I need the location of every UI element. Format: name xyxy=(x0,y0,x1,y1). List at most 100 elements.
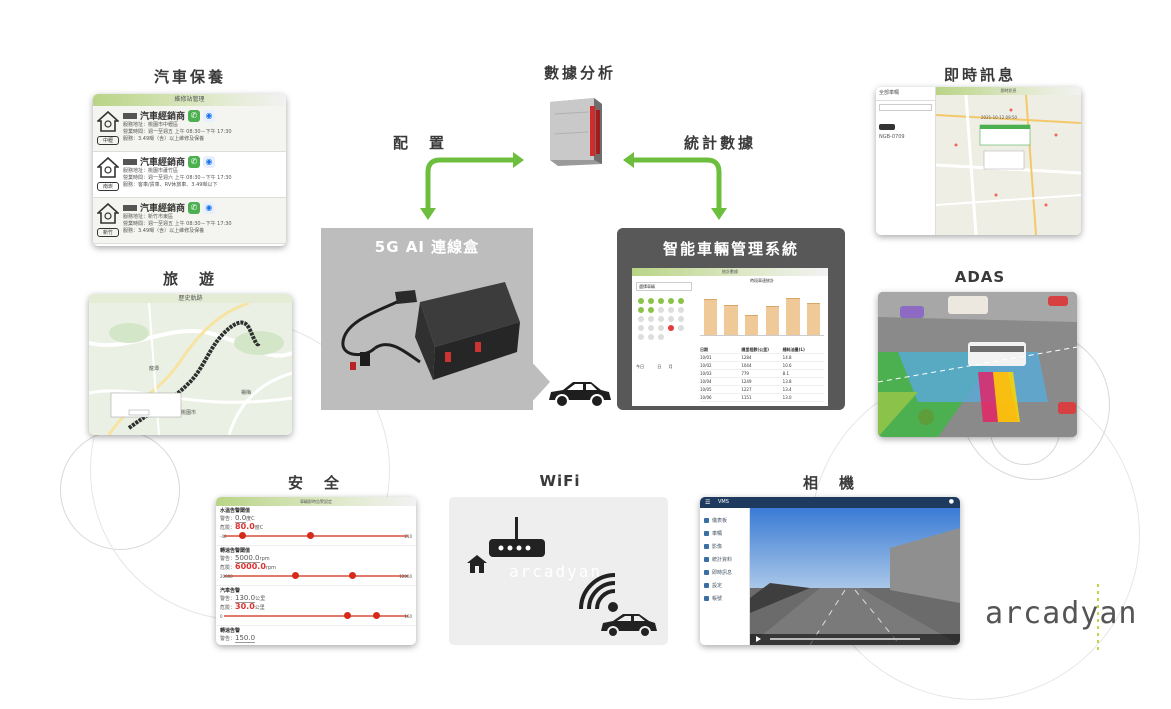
realtime-sidebar-title: 全部車輛 xyxy=(876,87,935,101)
table-cell: 總耗油量(L) xyxy=(782,347,805,352)
label-data-analysis: 數據分析 xyxy=(543,64,616,82)
realtime-sidebar: 全部車輛 NGB-0709 xyxy=(876,87,936,235)
vms-chart-caption: 時段車速統計 xyxy=(750,278,774,283)
camera-menu-item[interactable]: 統計資料 xyxy=(700,553,749,566)
phone-icon[interactable]: ✆ xyxy=(188,109,201,122)
vehicle-icon xyxy=(879,124,895,130)
camera-topbar: VMS ☰ ● xyxy=(700,497,960,508)
dealer-badge-icon xyxy=(97,203,119,224)
menu-icon[interactable]: ☰ xyxy=(705,499,711,506)
table-cell: 779 xyxy=(741,371,749,376)
car-icon xyxy=(545,378,613,414)
phone-icon[interactable]: ✆ xyxy=(188,201,201,214)
label-travel: 旅 遊 xyxy=(162,270,217,288)
danger-label: 危險： xyxy=(220,525,236,531)
warning-value[interactable]: 0.0 xyxy=(235,514,247,523)
dealer-item[interactable]: 南崁汽車經銷商✆◉服務地址：桃園市蘆竹區營業時間：週一至週六 上午 08:30－… xyxy=(93,152,286,198)
table-cell: 10/02 xyxy=(700,363,712,368)
slider-knob[interactable] xyxy=(343,612,351,619)
map-pin-icon[interactable]: ◉ xyxy=(203,155,216,168)
camera-menu-item[interactable]: 儀表板 xyxy=(700,514,749,527)
camera-menu-item[interactable]: 即時訊息 xyxy=(700,566,749,579)
vehicle-item[interactable]: NGB-0709 xyxy=(879,115,932,141)
threshold-danger-row: 危險：6000.0rpm xyxy=(220,563,412,572)
menu-item-label: 設定 xyxy=(712,583,723,589)
threshold-warning-row: 警告：5000.0rpm xyxy=(220,554,412,563)
vms-bar-chart xyxy=(700,286,824,336)
table-cell: 1249 xyxy=(741,379,752,384)
table-cell: 總里程數(公里) xyxy=(741,347,769,352)
menu-item-label: 儀表板 xyxy=(712,518,728,524)
slider-knob[interactable] xyxy=(306,532,314,539)
camera-menu-item[interactable]: 車輛 xyxy=(700,527,749,540)
vms-select-label: 選擇車輛 xyxy=(639,284,655,289)
label-wifi: WiFi xyxy=(539,472,581,490)
phone-icon[interactable]: ✆ xyxy=(188,155,201,168)
camera-card: VMS ☰ ● 儀表板車輛影像統計資料即時訊息設定帳號 xyxy=(700,497,960,645)
slider-knob[interactable] xyxy=(292,572,300,579)
slider-knob[interactable] xyxy=(349,572,357,579)
slider-knob[interactable] xyxy=(373,612,381,619)
realtime-timestamp: 2021-10-12 09:50 xyxy=(981,115,1018,120)
camera-menu-item[interactable]: 設定 xyxy=(700,579,749,592)
threshold-section: 轉速告警警告：150.0 xyxy=(216,626,416,645)
realtime-search[interactable] xyxy=(879,104,932,111)
warning-label: 警告： xyxy=(220,636,236,642)
maintenance-card-header: 維修站管理 xyxy=(93,94,286,106)
danger-value[interactable]: 6000.0 xyxy=(235,562,266,571)
danger-label: 危險： xyxy=(220,605,236,611)
dealer-item[interactable]: 新竹汽車經銷商✆◉服務地址：新竹市東區營業時間：週一至週五 上午 08:30－下… xyxy=(93,198,286,244)
chart-bar xyxy=(807,303,821,335)
wifi-car-icon xyxy=(601,614,657,638)
adas-scene xyxy=(878,292,1077,437)
warning-label: 警告： xyxy=(220,556,236,562)
threshold-title: 轉速告警 xyxy=(220,628,241,634)
camera-menu-item[interactable]: 影像 xyxy=(700,540,749,553)
vms-cal-today[interactable]: 今日 xyxy=(636,364,644,369)
map-pin-icon[interactable]: ◉ xyxy=(203,109,216,122)
danger-unit: 度C xyxy=(254,525,264,531)
dealer-logo xyxy=(123,158,137,165)
vms-cal-month[interactable]: 月 xyxy=(668,364,673,369)
dealer-service: 服務：3.49噸（含）以上維修及保養 xyxy=(123,136,205,142)
danger-unit: rpm xyxy=(265,565,276,571)
table-cell: 13.4 xyxy=(782,387,792,392)
menu-item-label: 車輛 xyxy=(712,531,723,537)
statistics-arrow xyxy=(623,152,727,220)
vms-select[interactable]: 選擇車輛 xyxy=(636,282,692,291)
camera-menu-item[interactable]: 帳號 xyxy=(700,592,749,605)
danger-value[interactable]: 80.0 xyxy=(235,522,255,531)
realtime-card: 全部車輛 NGB-0709 即時訊息 2021-10-12 09:50 xyxy=(876,87,1081,235)
vms-screen: 統計數據 選擇車輛 今日 日 月 時段車速統計 日期總里程數(公里)總耗油量(L… xyxy=(632,268,828,406)
user-icon[interactable]: ● xyxy=(948,498,954,505)
danger-value[interactable]: 30.0 xyxy=(235,602,255,611)
label-statistics: 統計數據 xyxy=(683,134,756,152)
menu-item-label: 影像 xyxy=(712,544,723,550)
vms-cal-day[interactable]: 日 xyxy=(657,364,662,369)
slider-knob[interactable] xyxy=(238,532,246,539)
camera-sidebar: 儀表板車輛影像統計資料即時訊息設定帳號 xyxy=(700,508,750,645)
warning-value[interactable]: 130.0 xyxy=(235,594,256,603)
map-pin-icon[interactable]: ◉ xyxy=(203,201,216,214)
warning-value[interactable]: 5000.0 xyxy=(235,554,260,563)
label-safety: 安 全 xyxy=(287,474,342,492)
warning-value[interactable]: 150.0 xyxy=(235,634,256,643)
ai-box-title: 5G AI 連線盒 xyxy=(374,238,480,256)
dealer-badge: 新竹 xyxy=(97,228,119,237)
threshold-danger-row: 危險：30.0公里 xyxy=(220,603,412,612)
threshold-warning-row: 警告：130.0公里 xyxy=(220,594,412,603)
table-cell: 10/06 xyxy=(700,395,712,400)
dealer-item[interactable]: 中壢汽車經銷商✆◉服務地址：桃園市中壢區營業時間：週一至週五 上午 08:30－… xyxy=(93,106,286,152)
label-car-maintenance: 汽車保養 xyxy=(153,68,226,86)
realtime-map xyxy=(936,95,1081,235)
vms-calendar xyxy=(636,296,694,351)
